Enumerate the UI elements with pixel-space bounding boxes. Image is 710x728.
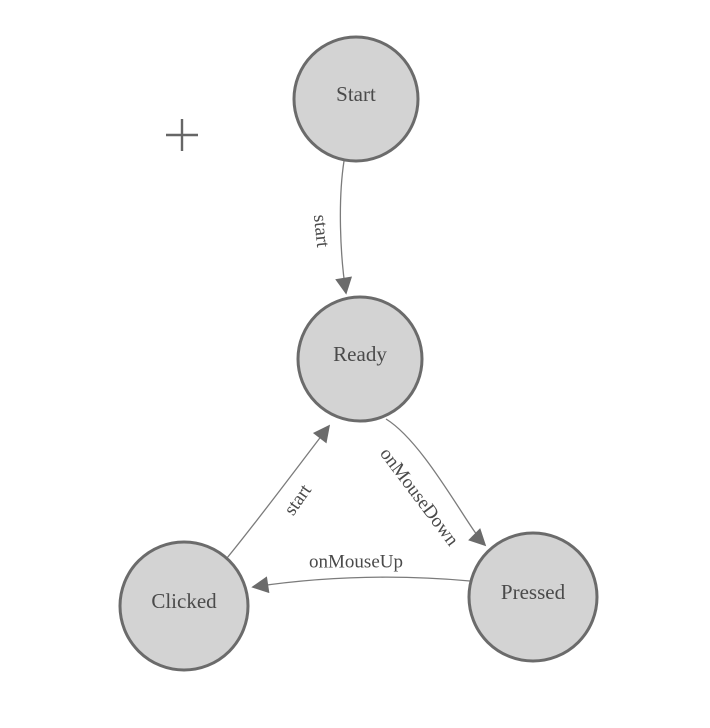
edge-label-pressed-to-clicked: onMouseUp	[309, 552, 403, 573]
edge-path-ready-to-pressed[interactable]	[385, 418, 487, 547]
edge-pressed-to-clicked[interactable]: onMouseUp	[251, 552, 471, 594]
node-label-clicked: Clicked	[151, 589, 217, 613]
node-label-start: Start	[336, 82, 376, 106]
node-start[interactable]: Start	[292, 35, 420, 163]
edge-ready-to-pressed[interactable]: onMouseDown	[375, 418, 487, 551]
crosshair-cursor-icon	[166, 119, 198, 151]
edge-path-pressed-to-clicked[interactable]	[251, 576, 471, 594]
edge-clicked-to-ready[interactable]: start	[226, 424, 331, 559]
node-circle-clicked[interactable]	[118, 540, 250, 672]
edge-label-clicked-to-ready: start	[280, 480, 316, 519]
node-circle-start[interactable]	[292, 35, 420, 163]
node-label-pressed: Pressed	[501, 580, 566, 604]
node-circle-pressed[interactable]	[467, 531, 599, 663]
edge-start-to-ready[interactable]: start	[309, 160, 353, 295]
node-pressed[interactable]: Pressed	[467, 531, 599, 663]
edge-label-start-to-ready: start	[309, 214, 333, 249]
edge-path-clicked-to-ready[interactable]	[226, 424, 331, 559]
node-ready[interactable]: Ready	[296, 295, 424, 423]
edge-path-start-to-ready[interactable]	[335, 160, 353, 295]
node-clicked[interactable]: Clicked	[118, 540, 250, 672]
node-label-ready: Ready	[333, 342, 387, 366]
node-circle-ready[interactable]	[296, 295, 424, 423]
edge-label-ready-to-pressed: onMouseDown	[375, 444, 463, 551]
